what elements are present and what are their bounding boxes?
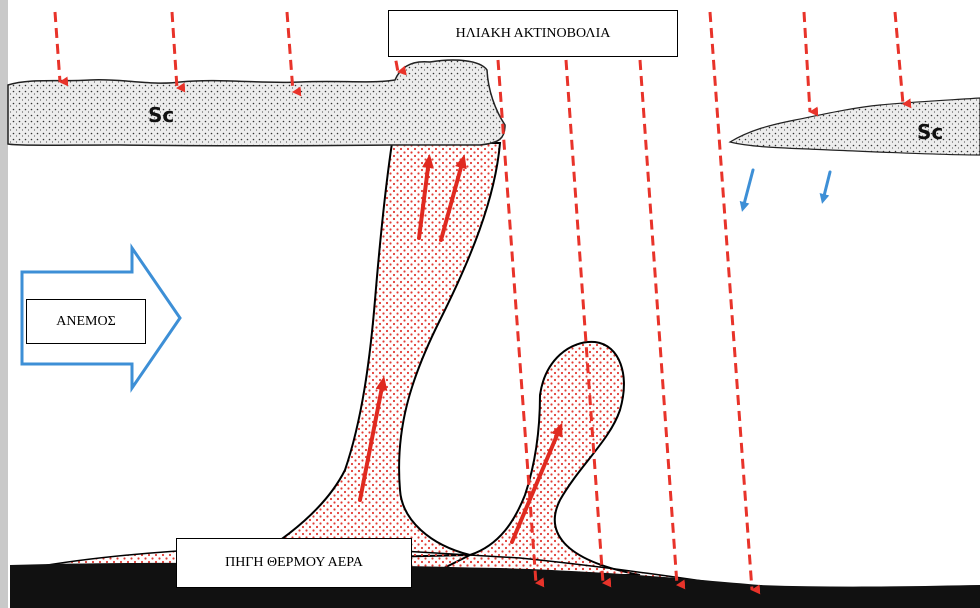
downdraft-arrow [823,172,830,200]
ground [10,563,980,608]
radiation-arrow [566,60,603,583]
wind-label: ΑΝΕΜΟΣ [26,299,146,344]
cloud-label-left: Sc [148,103,174,127]
radiation-arrow [895,12,903,104]
cloud-label-right: Sc [917,120,943,144]
radiation-arrow [710,12,752,590]
stratocumulus-cloud-left [8,60,505,146]
downdraft-arrow [743,170,753,208]
radiation-arrow [55,12,60,82]
page-edge-shadow [0,0,8,608]
thermal-plume-main [250,143,500,560]
warm-air-source-label: ΠΗΓΗ ΘΕΡΜΟΥ ΑΕΡΑ [176,538,412,588]
radiation-arrow [804,12,810,112]
downdraft-arrows [743,170,830,208]
solar-radiation-label: ΗΛΙΑΚΗ ΑΚΤΙΝΟΒΟΛΙΑ [388,10,678,57]
radiation-arrow [640,60,677,585]
thermal-plume-bubble [430,342,640,575]
radiation-arrow [287,12,293,92]
radiation-arrow [172,12,177,88]
